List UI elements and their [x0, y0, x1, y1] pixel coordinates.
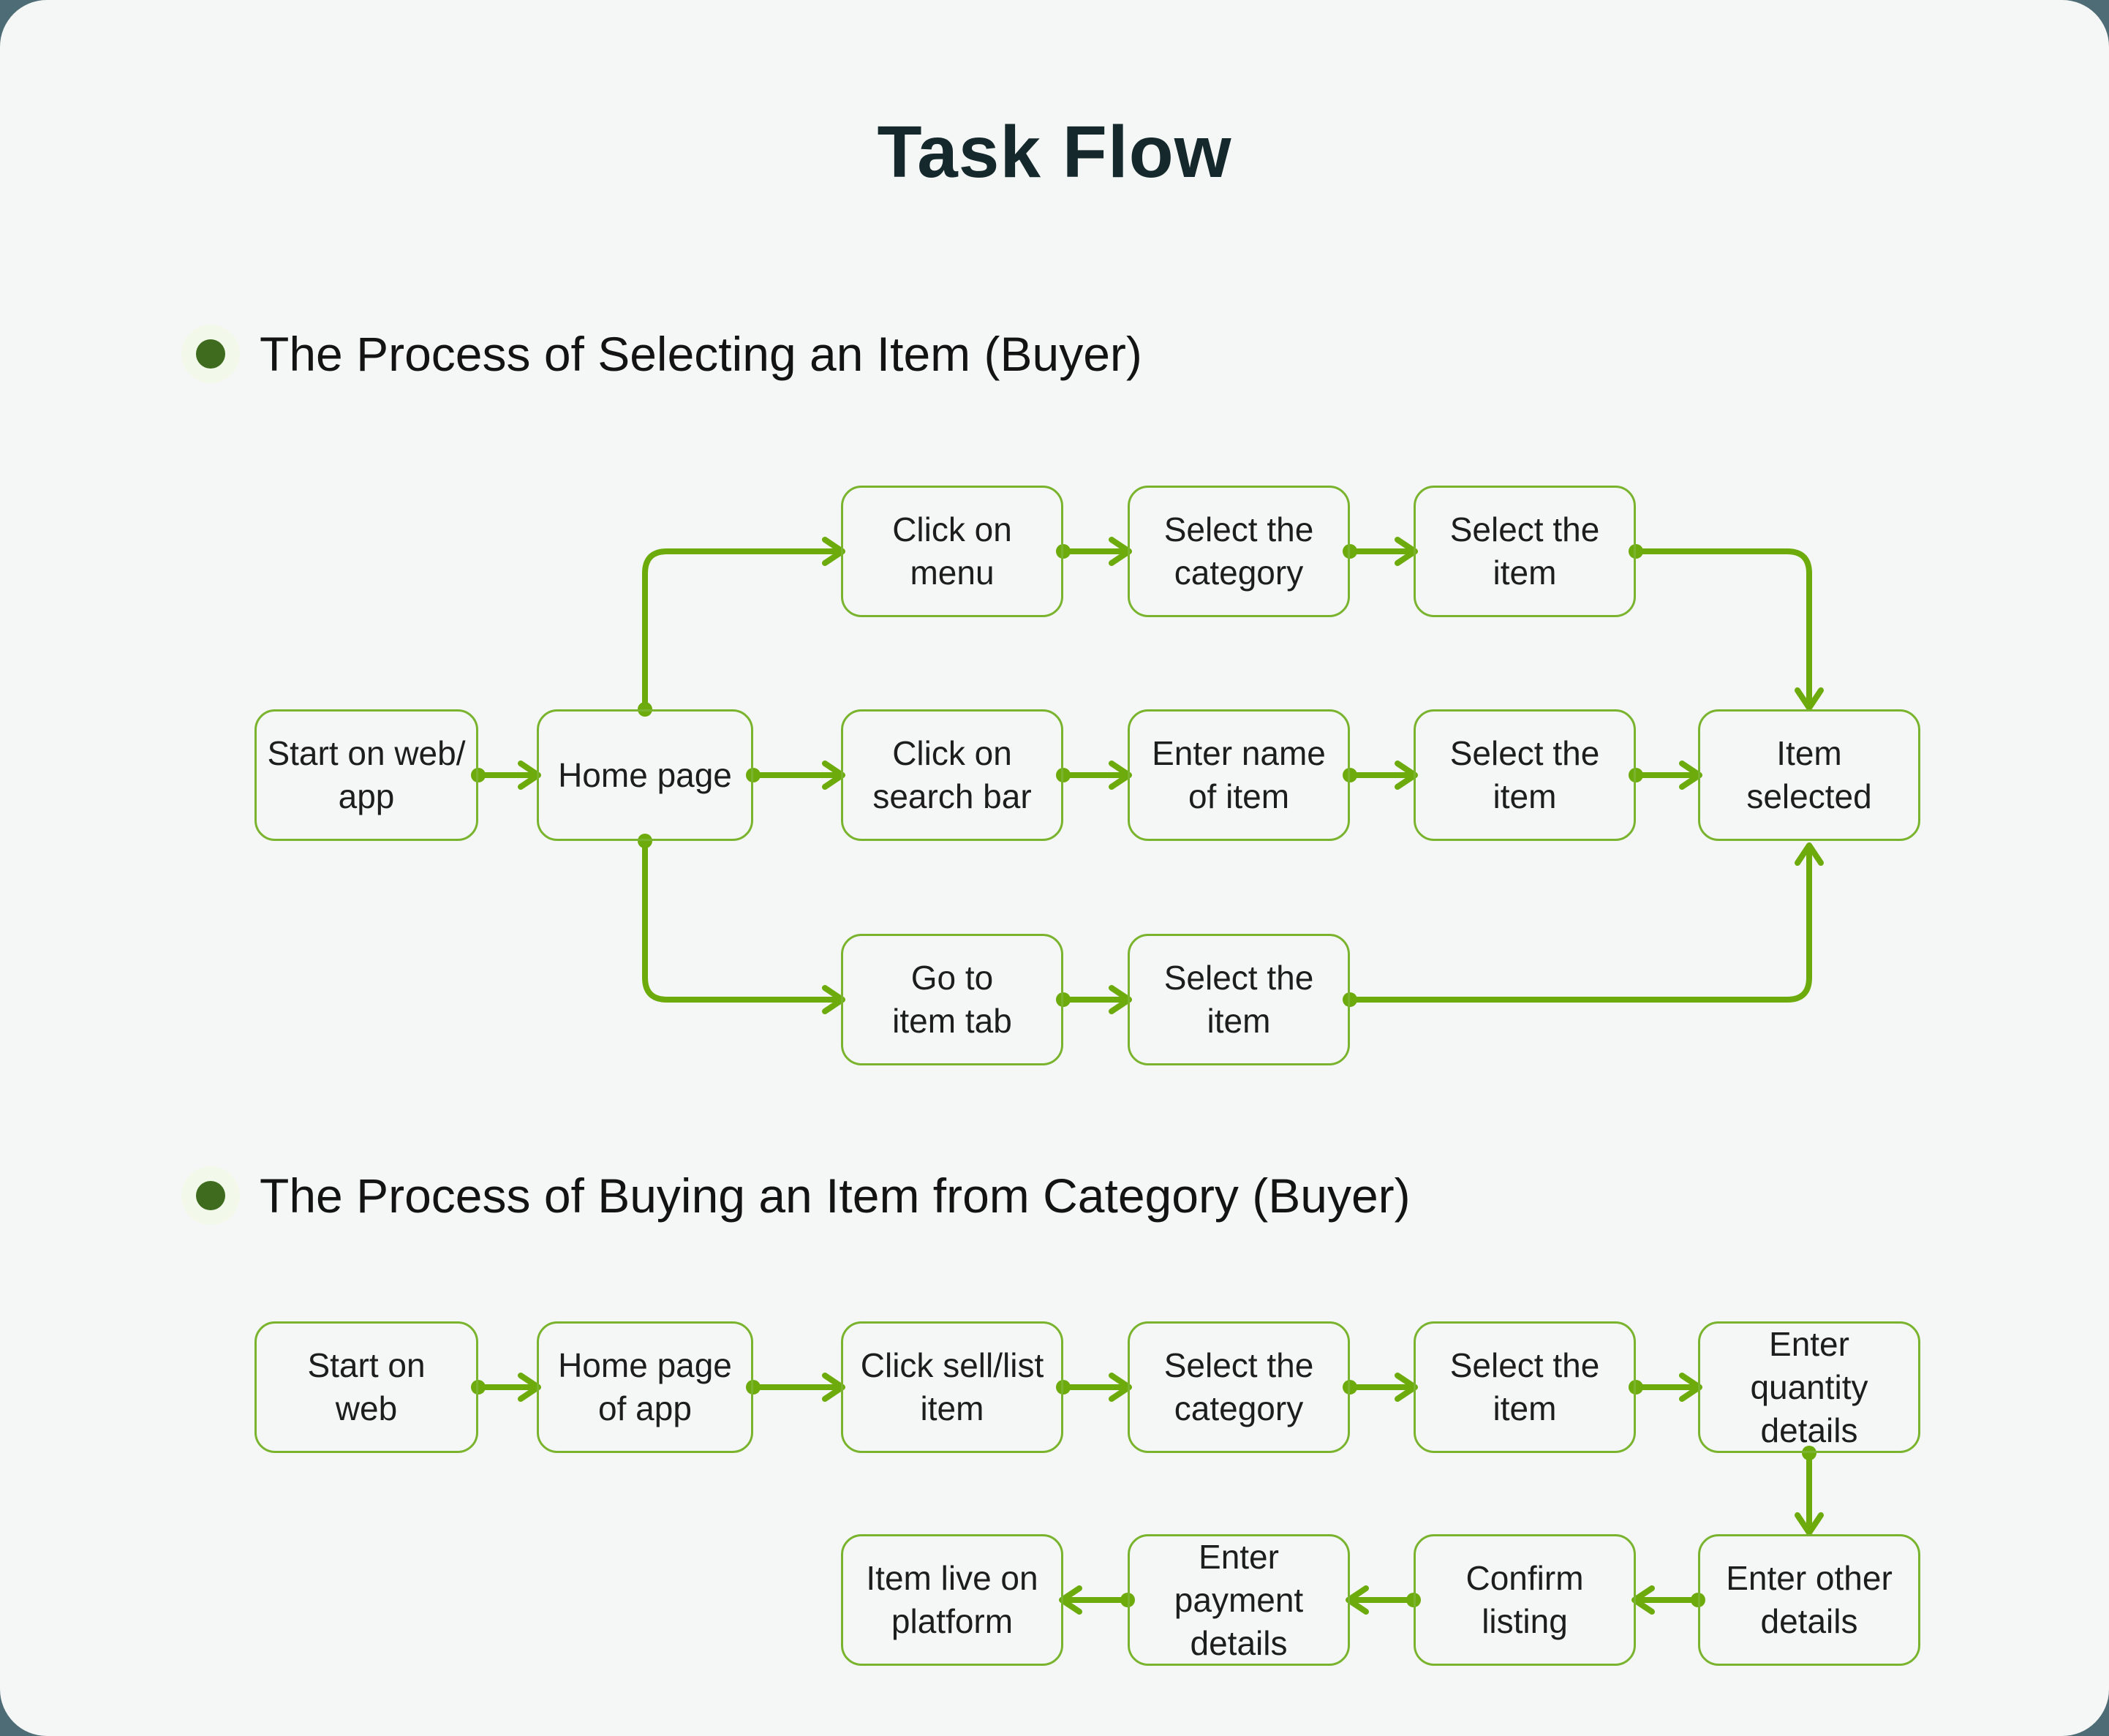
section-heading-selecting-item: The Process of Selecting an Item (Buyer) — [260, 327, 1142, 381]
flow-node-label: Start on web/ app — [267, 734, 466, 815]
flow-node-enter-other-details: Enter other details — [1698, 1534, 1920, 1666]
flow-node-select-the-category-2: Select the category — [1128, 1321, 1350, 1453]
flow-node-enter-quantity-details: Enter quantity details — [1698, 1321, 1920, 1453]
section-heading-buying-item: The Process of Buying an Item from Categ… — [260, 1169, 1411, 1223]
flow-node-label: Start on web — [307, 1346, 426, 1427]
flow-node-start-on-web: Start on web — [254, 1321, 478, 1453]
flow-node-label: Home page of app — [558, 1346, 732, 1427]
flow-node-home-page-of-app: Home page of app — [537, 1321, 753, 1453]
flow-node-enter-payment-details: Enter payment details — [1128, 1534, 1350, 1666]
flow-node-label: Item live on platform — [866, 1559, 1038, 1640]
flow-node-label: Home page — [558, 755, 732, 794]
flow-node-click-sell-list-item: Click sell/list item — [841, 1321, 1063, 1453]
flow-node-confirm-listing: Confirm listing — [1414, 1534, 1636, 1666]
flow-node-click-on-menu: Click on menu — [841, 486, 1063, 617]
flow-node-select-the-item-2: Select the item — [1414, 1321, 1636, 1453]
page-title: Task Flow — [877, 111, 1232, 193]
flow-node-label: Select the category — [1163, 1346, 1314, 1427]
flow-node-label: Item selected — [1746, 734, 1872, 815]
flow-node-label: Select the item — [1449, 510, 1600, 592]
flow-node-select-the-item-menu: Select the item — [1414, 486, 1636, 617]
flow-node-label: Click on menu — [892, 510, 1012, 592]
flow-node-label: Select the category — [1163, 510, 1314, 592]
flow-node-label: Click on search bar — [872, 734, 1032, 815]
bullet-icon — [196, 1181, 225, 1210]
flow-node-go-to-item-tab: Go to item tab — [841, 934, 1063, 1065]
bullet-icon — [196, 339, 225, 369]
flow-node-label: Enter name of item — [1152, 734, 1326, 815]
flow-node-label: Select the item — [1163, 959, 1314, 1040]
flow-node-label: Confirm listing — [1465, 1559, 1584, 1640]
flow-node-label: Click sell/list item — [860, 1346, 1044, 1427]
connectors-selecting-item — [471, 537, 1824, 1014]
flow-node-click-on-search-bar: Click on search bar — [841, 709, 1063, 841]
flow-node-label: Enter payment details — [1174, 1537, 1304, 1662]
flow-node-label: Enter quantity details — [1750, 1324, 1868, 1449]
flow-node-label: Go to item tab — [892, 959, 1012, 1040]
flow-node-select-the-item-tab: Select the item — [1128, 934, 1350, 1065]
flow-node-label: Select the item — [1449, 734, 1600, 815]
flow-node-select-the-item-search: Select the item — [1414, 709, 1636, 841]
flow-node-home-page: Home page — [537, 709, 753, 841]
flow-node-item-live-on-platform: Item live on platform — [841, 1534, 1063, 1666]
flow-node-select-the-category: Select the category — [1128, 486, 1350, 617]
flow-node-label: Select the item — [1449, 1346, 1600, 1427]
flow-node-start-on-web-app: Start on web/ app — [254, 709, 478, 841]
flow-node-label: Enter other details — [1726, 1559, 1893, 1640]
connectors-buying-item — [471, 1373, 1824, 1615]
flow-node-enter-name-of-item: Enter name of item — [1128, 709, 1350, 841]
flow-node-item-selected: Item selected — [1698, 709, 1920, 841]
